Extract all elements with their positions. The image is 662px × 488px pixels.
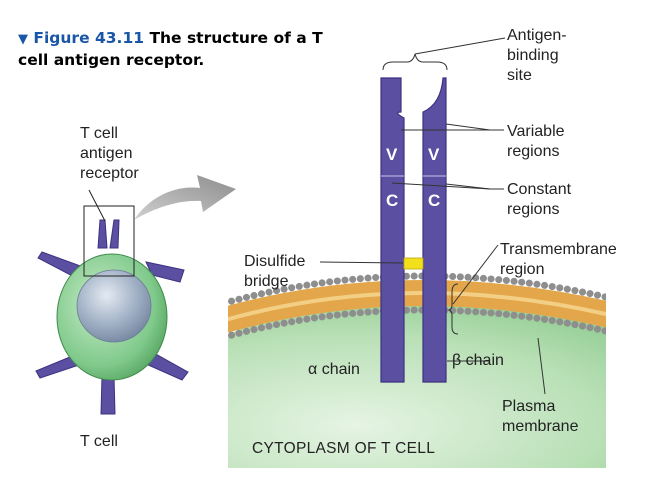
alpha-chain-label: α chain [308,361,360,378]
alpha-v-region: V [386,145,398,164]
cytoplasm-region [228,290,606,468]
variable-regions-label: Variable regions [507,123,565,160]
antigen-site-label: Antigen-binding site [507,27,567,84]
plasma-membrane-label: Plasma membrane [502,398,579,435]
constant-regions-label: Constant regions [507,181,572,218]
t-cell-label: T cell [80,433,118,450]
receptor-label: T cell antigen receptor [80,125,139,182]
leader-lines [319,37,546,395]
alpha-c-region: C [386,191,399,210]
figure-caption: ▼ Figure 43.11 The structure of a T cell… [18,28,328,70]
beta-v-region: V [428,145,440,164]
antigen-site-brace [382,53,448,71]
beta-chain-label: β chain [452,352,504,369]
magnify-arrow [134,175,236,220]
transmembrane-label: Transmembrane region [500,241,617,278]
nucleus [76,269,152,343]
alpha-chain [380,77,405,383]
figure-number: Figure 43.11 [33,29,145,47]
cytoplasm-label: CYTOPLASM OF T CELL [252,440,436,457]
beta-chain [422,77,447,383]
beta-c-region: C [428,191,441,210]
t-cell-whole [35,189,189,415]
zoom-box [83,205,135,277]
disulfide-bridge-label: Disulfide bridge [244,253,306,290]
caption-text: The structure of a T cell antigen recept… [18,29,323,69]
caption-marker-icon: ▼ [18,32,28,47]
transmembrane-brace [447,283,459,335]
disulfide-bridge [403,257,424,270]
